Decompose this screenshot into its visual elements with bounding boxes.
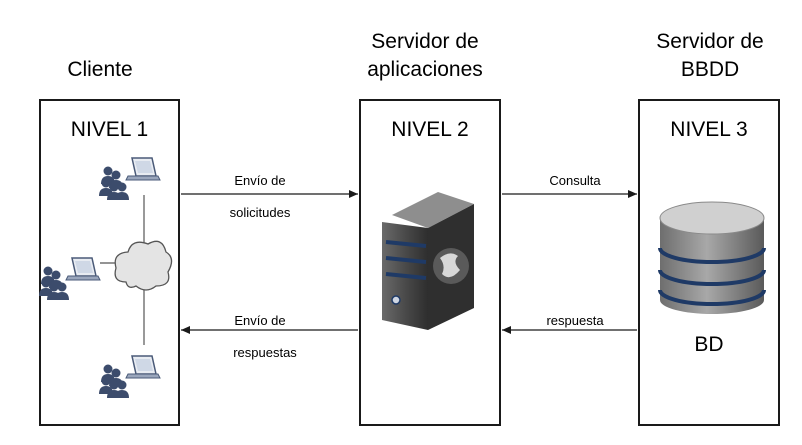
client-heading: Cliente	[67, 58, 133, 81]
app-server-heading-line1: Servidor de	[371, 30, 479, 53]
users-laptop-icon	[99, 158, 160, 200]
app-server-heading: Servidor de aplicaciones	[340, 28, 510, 84]
db-server-heading: Servidor de BBDD	[625, 28, 795, 84]
database-icon	[658, 201, 766, 314]
db-server-heading-line1: Servidor de	[656, 30, 764, 53]
tier-2-title: NIVEL 2	[391, 118, 469, 141]
db-server-heading-line2: BBDD	[680, 58, 740, 81]
server-icon	[382, 192, 474, 330]
cloud-network-icon	[114, 240, 173, 291]
app-server-heading-line2: aplicaciones	[367, 58, 483, 81]
answer-label: respuesta	[546, 313, 604, 328]
users-laptop-icon	[39, 258, 100, 300]
response-label-line2: respuestas	[233, 345, 297, 360]
db-label: BD	[694, 333, 724, 356]
request-label-line1: Envío de	[234, 173, 286, 188]
users-laptop-icon	[99, 356, 160, 398]
query-label: Consulta	[549, 173, 601, 188]
tier-3-title: NIVEL 3	[670, 118, 748, 141]
tier-1-title: NIVEL 1	[70, 118, 149, 141]
response-label-line1: Envío de	[234, 313, 286, 328]
request-label-line2: solicitudes	[229, 205, 291, 220]
